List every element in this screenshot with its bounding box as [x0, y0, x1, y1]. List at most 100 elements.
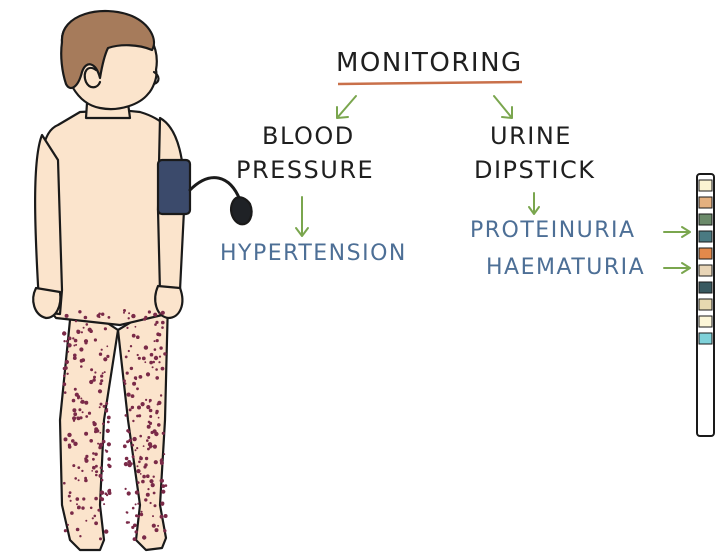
rash-dot [163, 453, 165, 455]
rash-dot [102, 440, 106, 444]
rash-dot [144, 361, 146, 363]
rash-dot [100, 379, 103, 382]
rash-dot [161, 326, 164, 329]
rash-dot [125, 457, 129, 461]
rash-dot [68, 337, 72, 341]
rash-dot [106, 429, 110, 433]
rash-dot [97, 509, 100, 512]
rash-dot [99, 443, 103, 447]
rash-dot [63, 340, 65, 342]
rash-dot [161, 484, 165, 488]
rash-dot [123, 444, 127, 448]
rash-dot [105, 402, 108, 405]
rash-dot [94, 453, 97, 456]
rash-dot [127, 431, 130, 434]
rash-dot [92, 421, 95, 424]
rash-dot [84, 479, 88, 483]
rash-dot [158, 361, 160, 363]
rash-dot [67, 351, 69, 353]
rash-dot [127, 491, 131, 495]
rash-dot [147, 436, 150, 439]
rash-dot [98, 389, 102, 393]
rash-dot [95, 474, 98, 477]
rash-dot [131, 406, 134, 409]
bp-tube [190, 178, 240, 200]
rash-dot [163, 352, 166, 355]
rash-dot [141, 511, 143, 513]
arrow-to-hypertension [296, 197, 308, 236]
rash-dot [105, 450, 108, 453]
rash-dot [72, 464, 75, 467]
rash-dot [146, 405, 150, 409]
rash-dot [155, 528, 159, 532]
heading-underline [338, 82, 522, 84]
rash-dot [146, 372, 150, 376]
rash-dot [126, 372, 129, 375]
rash-dot [73, 345, 75, 347]
rash-dot [101, 349, 103, 351]
rash-dot [155, 321, 158, 324]
rash-dot [78, 479, 80, 481]
rash-dot [142, 535, 146, 539]
rash-dot [76, 497, 80, 501]
dipstick-pad [699, 333, 712, 344]
branch-title-urine-line1: URINE [490, 124, 572, 148]
rash-dot [142, 475, 146, 479]
rash-dot [107, 416, 111, 420]
rash-dot [126, 521, 129, 524]
rash-dot [129, 408, 132, 411]
rash-dot [149, 361, 153, 365]
rash-dot [77, 466, 80, 469]
rash-dot [153, 445, 157, 449]
rash-dot [149, 479, 153, 483]
rash-dot [84, 316, 88, 320]
rash-dot [155, 368, 158, 371]
rash-dot [136, 387, 139, 390]
rash-dot [155, 410, 158, 413]
rash-dot [138, 461, 141, 464]
rash-dot [92, 458, 95, 461]
rash-dot [135, 449, 137, 451]
rash-dot [130, 367, 133, 370]
rash-dot [81, 331, 83, 333]
rash-dot [100, 466, 103, 469]
rash-dot [127, 393, 131, 397]
rash-dot [104, 529, 108, 533]
rash-dot [141, 480, 145, 484]
rash-dot [135, 514, 138, 517]
rash-dot [70, 500, 72, 502]
rash-dot [128, 439, 131, 442]
rash-dot [155, 376, 159, 380]
rash-dot [69, 491, 72, 494]
rash-dot [143, 445, 145, 447]
rash-dot [94, 338, 97, 341]
rash-dot [128, 463, 132, 467]
rash-dot [67, 524, 69, 526]
rash-dot [153, 313, 157, 317]
rash-dot [152, 515, 154, 517]
rash-dot [138, 357, 141, 360]
rash-dot [106, 345, 108, 347]
rash-dot [81, 400, 85, 404]
rash-dot [70, 511, 74, 515]
rash-dot [146, 474, 150, 478]
rash-dot [63, 482, 66, 485]
rash-dot [159, 346, 162, 349]
rash-dot [152, 366, 154, 368]
rash-dot [92, 452, 95, 455]
rash-dot [150, 353, 154, 357]
rash-dot [128, 350, 130, 352]
rash-dot [72, 408, 76, 412]
rash-dot [99, 353, 102, 356]
rash-dot [76, 330, 79, 333]
rash-dot [125, 356, 128, 359]
rash-dot [149, 401, 151, 403]
arrow-haematuria-to-strip [664, 263, 690, 273]
rash-dot [158, 417, 160, 419]
rash-dot [82, 411, 84, 413]
rash-dot [89, 439, 93, 443]
branch-title-blood-line2: PRESSURE [236, 158, 374, 182]
rash-dot [67, 343, 71, 347]
rash-dot [78, 408, 81, 411]
rash-dot [149, 409, 153, 413]
